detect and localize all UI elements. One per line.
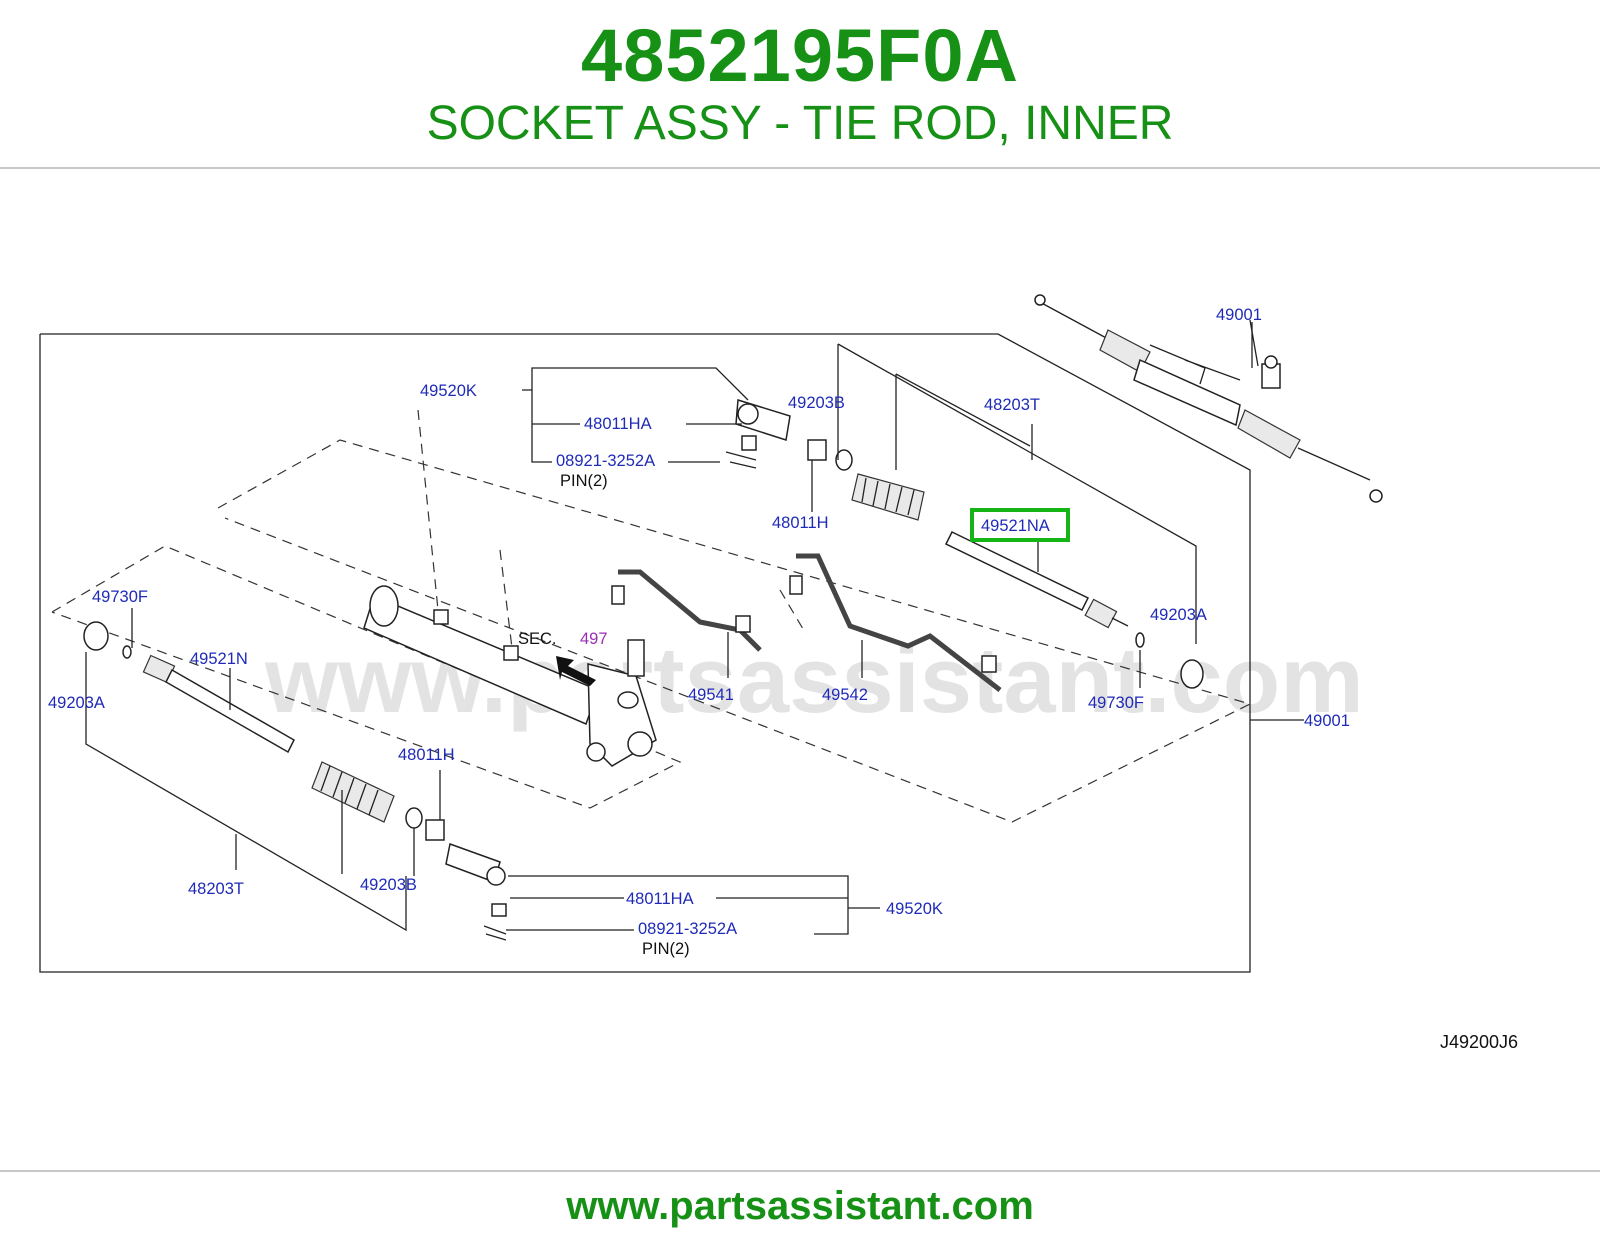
callout-49001-right[interactable]: 49001 [1304,712,1350,730]
callout-49203B-bottom[interactable]: 49203B [360,876,417,894]
pin-note-bottom: PIN(2) [642,940,690,958]
diagram-frame [39,333,1251,973]
upper-boot-48203T [851,473,925,521]
callout-49730F-right[interactable]: 49730F [1088,694,1144,712]
clamp-49203A-right [1180,659,1204,689]
callout-49203A-left[interactable]: 49203A [48,694,105,712]
callout-48011HA-bottom[interactable]: 48011HA [626,890,694,908]
page-header: 4852195F0A SOCKET ASSY - TIE ROD, INNER [0,0,1600,170]
callout-labels: 49001 48203T 49203B 49520K 48011HA 08921… [48,306,1350,958]
callout-49541[interactable]: 49541 [688,686,734,704]
callout-48203T-bottom[interactable]: 48203T [188,880,244,898]
section-arrow [556,656,596,686]
callout-48011HA-top[interactable]: 48011HA [584,415,652,433]
pin-note-top: PIN(2) [560,472,608,490]
callout-49521NA[interactable]: 49521NA [981,517,1050,535]
clamp-49203A-left [83,621,109,651]
diagram-reference-code: J49200J6 [1440,1032,1518,1052]
callout-48203T-top[interactable]: 48203T [984,396,1040,414]
lower-nut-48011H [425,819,445,841]
highlight-box-49521NA [970,508,1070,542]
upper-nut-48011H [807,439,827,461]
inner-tie-rod-49521N [142,654,295,754]
section-label: SEC. [518,630,557,648]
upper-clamp-49203B [835,449,853,471]
part-description: SOCKET ASSY - TIE ROD, INNER [426,97,1174,150]
overview-rack-assembly [1034,294,1383,503]
callout-49521N[interactable]: 49521N [190,650,248,668]
footer-site-link[interactable]: www.partsassistant.com [566,1184,1034,1228]
callout-08921-3252A-top[interactable]: 08921-3252A [556,452,655,470]
callout-49203B-top[interactable]: 49203B [788,394,845,412]
pipe-49542 [789,553,1002,692]
clip-49730F-left [122,645,132,659]
lower-tie-rod-end [445,842,507,941]
leader-lines [85,322,1304,935]
lower-boot-48203T [311,761,395,823]
callout-49520K-bottom[interactable]: 49520K [886,900,943,918]
lower-clamp-49203B [405,807,423,829]
rack-housing-49001 [363,585,657,767]
callout-48011H-top[interactable]: 48011H [772,514,829,532]
callout-49001-top[interactable]: 49001 [1216,306,1262,324]
callout-49730F-left[interactable]: 49730F [92,588,148,606]
clip-49730F-right [1135,632,1145,648]
upper-tie-rod-end [725,399,791,469]
inner-tie-rod-49521NA [944,531,1129,629]
callout-49520K-top[interactable]: 49520K [420,382,477,400]
header-divider [0,167,1600,169]
callout-48011H-bottom[interactable]: 48011H [398,746,455,764]
footer-divider [0,1170,1600,1172]
callout-08921-3252A-bottom[interactable]: 08921-3252A [638,920,737,938]
part-number-title: 4852195F0A [581,14,1019,97]
section-number-link[interactable]: 497 [580,630,608,648]
callout-49542[interactable]: 49542 [822,686,868,704]
dashed-guides [51,409,1252,823]
pipe-49541 [611,569,762,652]
callout-49203A-right[interactable]: 49203A [1150,606,1207,624]
